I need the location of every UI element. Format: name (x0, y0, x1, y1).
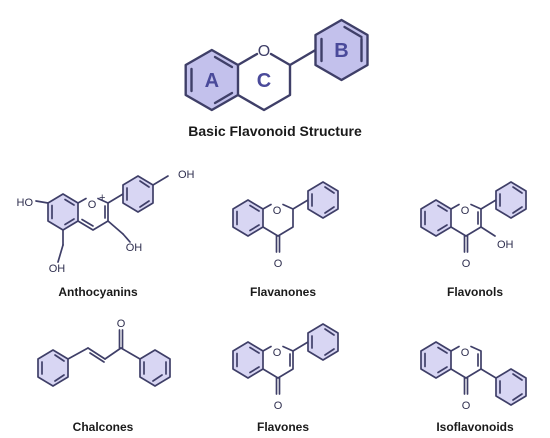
flavonols-structure: O O OH (420, 181, 527, 270)
chalcones-structure: O (37, 318, 171, 387)
basic-structure-title: Basic Flavonoid Structure (188, 123, 362, 139)
anthocyanins-oh-bottom: OH (49, 263, 66, 275)
flavanones-label: Flavanones (249, 285, 317, 299)
chalcones-label: Chalcones (72, 420, 134, 434)
flavonols-ring-oxygen: O (461, 205, 470, 217)
anthocyanins-ho-group: HO (17, 197, 34, 209)
flavanones-carbonyl-oxygen: O (274, 258, 283, 270)
flavonols-label: Flavonols (446, 285, 504, 299)
ring-b (315, 20, 368, 80)
anthocyanins-structure: O + HO OH OH OH (17, 169, 195, 275)
isoflavonoids-carbonyl-oxygen: O (462, 400, 471, 412)
ring-b-label: B (334, 40, 348, 62)
isoflavonoids-label: Isoflavonoids (436, 420, 514, 434)
flavones-ring-oxygen: O (273, 347, 282, 359)
flavonols-oh-group: OH (497, 239, 514, 251)
chalcones-carbonyl-oxygen: O (117, 318, 126, 330)
anthocyanins-oh-top: OH (178, 169, 195, 181)
isoflavonoids-structure: O O (420, 341, 527, 412)
isoflavonoids-ring-oxygen: O (461, 347, 470, 359)
oxygen-atom: O (258, 43, 270, 60)
flavonols-carbonyl-oxygen: O (462, 258, 471, 270)
anthocyanins-label: Anthocyanins (58, 285, 138, 299)
anthocyanins-oh-c3: OH (126, 242, 143, 254)
ring-a-label: A (205, 70, 219, 92)
flavones-carbonyl-oxygen: O (274, 400, 283, 412)
anthocyanins-charge: + (99, 192, 105, 204)
flavones-label: Flavones (256, 420, 310, 434)
ring-c-label: C (257, 70, 271, 92)
ring-a (185, 50, 238, 110)
flavones-structure: O O (232, 323, 339, 412)
anthocyanins-oxygen: O (88, 199, 97, 211)
flavanones-structure: O O (232, 181, 339, 270)
flavanones-ring-oxygen: O (273, 205, 282, 217)
basic-flavonoid-structure: O A C B (184, 18, 369, 112)
